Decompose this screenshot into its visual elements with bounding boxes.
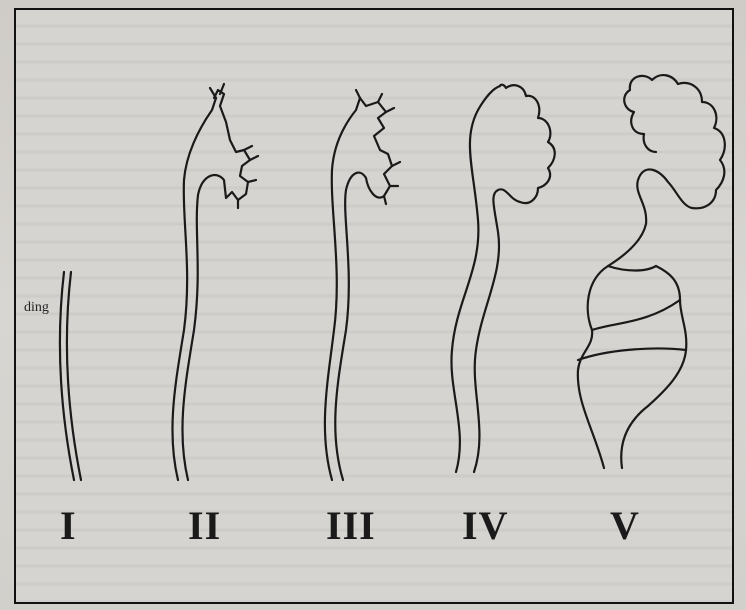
stage-4-left-wall: [451, 86, 500, 472]
stage-5-drawing: [578, 75, 725, 468]
stage-1-drawing: [60, 272, 81, 480]
stage-5-inner-bulge-1: [592, 300, 680, 330]
stage-5-outline: [578, 75, 725, 468]
stage-4-drawing: [451, 85, 554, 472]
stage-label-5: V: [610, 502, 640, 549]
figure-frame: ding: [14, 8, 734, 604]
stage-label-1: I: [60, 502, 77, 549]
stage-5-inner-curve: [608, 266, 656, 271]
stage-label-4: IV: [462, 502, 508, 549]
stage-2-drawing: [172, 84, 258, 480]
stage-label-2: II: [188, 502, 221, 549]
stage-label-3: III: [326, 502, 376, 549]
stage-3-right-wall: [335, 98, 392, 480]
stage-5-inner-bulge-2: [578, 348, 686, 360]
stage-2-left-wall: [172, 98, 216, 480]
stage-2-right-wall: [182, 90, 250, 480]
stage-3-drawing: [325, 90, 400, 480]
stage-3-left-wall: [325, 98, 360, 480]
stage-4-right-wall: [474, 85, 555, 472]
stage-5-right-outline: [621, 266, 686, 468]
